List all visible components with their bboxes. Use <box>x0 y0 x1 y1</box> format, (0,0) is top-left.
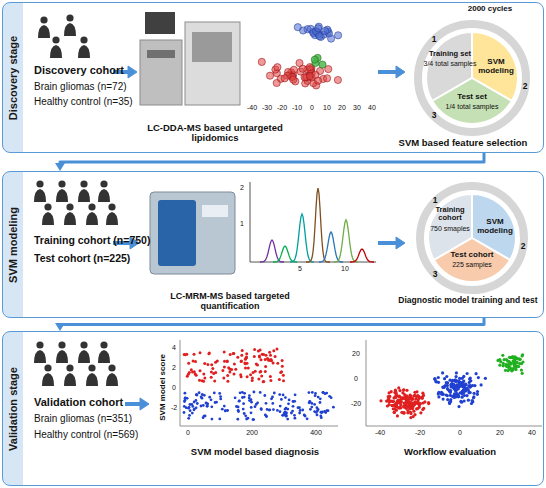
stage-panel: SVM modeling <box>2 171 544 318</box>
connector-line <box>60 153 484 165</box>
connector-line <box>60 318 484 325</box>
stage-band: Validation stage <box>3 332 23 485</box>
stage-label: SVM modeling <box>7 207 19 283</box>
stage-panel: Discovery stage <box>2 2 544 153</box>
stage-panel: Validation stage <box>2 331 544 486</box>
arrow-head <box>55 163 65 171</box>
stage-label: Discovery stage <box>7 35 19 119</box>
stage-band: Discovery stage <box>3 3 23 152</box>
stage-band: SVM modeling <box>3 172 23 317</box>
stage-connector <box>55 153 484 171</box>
stage-connector <box>55 318 484 331</box>
stage-label: Validation stage <box>7 367 19 451</box>
arrow-head <box>55 323 65 331</box>
